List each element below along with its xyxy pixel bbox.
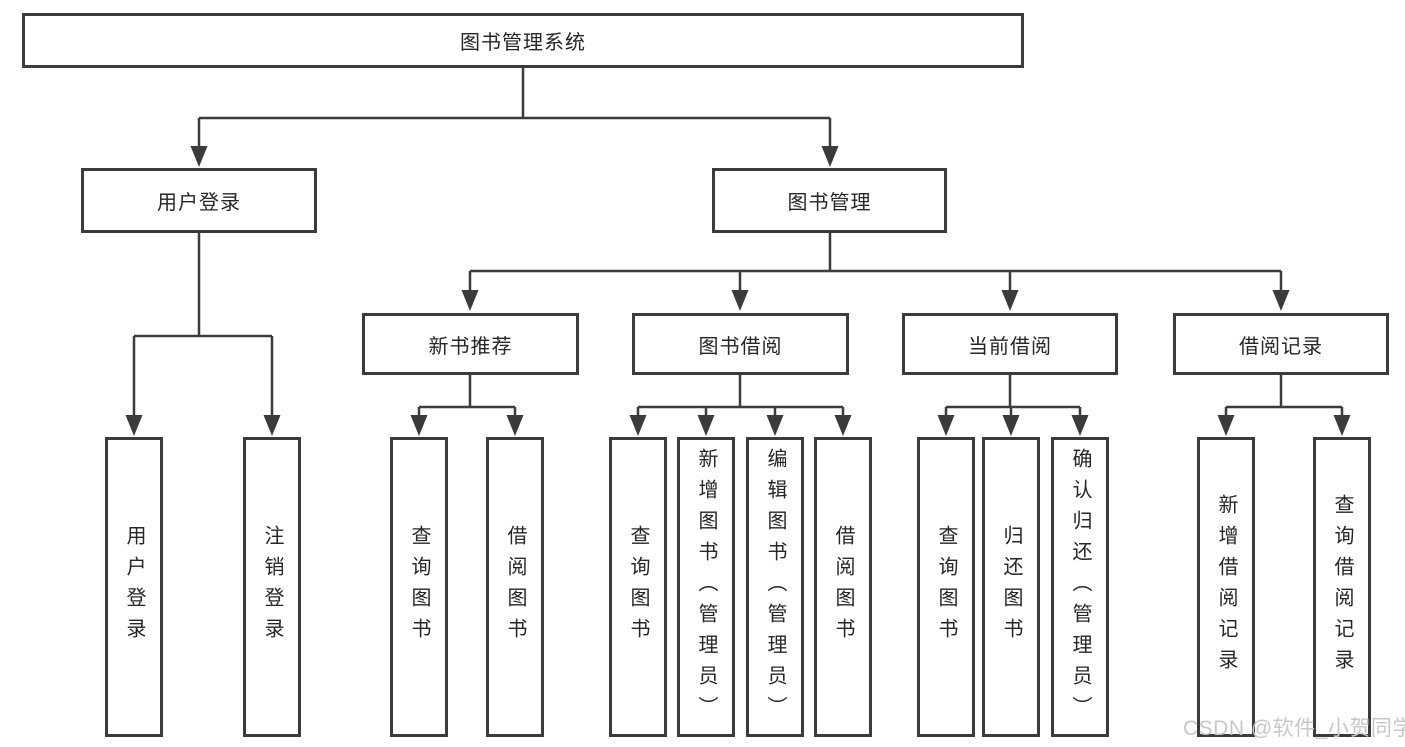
node-return-books: 归还图书 [982, 437, 1040, 737]
node-label: 当前借阅 [968, 335, 1052, 358]
node-borrowing-records: 借阅记录 [1173, 313, 1389, 375]
node-label: 查询图书 [627, 525, 649, 649]
node-label: 借阅记录 [1239, 335, 1323, 358]
watermark: CSDN @软件_小贺同学 [1183, 717, 1405, 740]
node-user-login-leaf: 用户登录 [105, 437, 163, 737]
node-confirm-return-admin: 确认归还（管理员） [1051, 437, 1109, 737]
node-label: 归还图书 [1000, 525, 1022, 649]
node-add-borrow-record: 新增借阅记录 [1197, 437, 1255, 737]
node-label: 用户登录 [123, 525, 145, 649]
node-label: 借阅图书 [504, 525, 526, 649]
node-query-borrow-record: 查询借阅记录 [1313, 437, 1371, 737]
edge-recommendation-to-leaves [417, 375, 517, 419]
node-add-books-admin: 新增图书（管理员） [677, 437, 735, 737]
edge-user-login-to-leaves [132, 232, 274, 418]
node-label: 图书借阅 [698, 335, 783, 358]
node-label: 注销登录 [261, 525, 283, 649]
node-label: 确认归还（管理员） [1069, 447, 1091, 727]
edge-root-to-level2 [197, 68, 832, 150]
node-borrow-books-recommendation: 借阅图书 [486, 437, 544, 737]
node-query-books-recommendation: 查询图书 [390, 437, 448, 737]
node-label: 图书管理系统 [460, 32, 586, 54]
edge-book-management-to-level3 [468, 233, 1283, 294]
node-label: 查询图书 [935, 525, 957, 649]
node-label: 用户登录 [157, 192, 241, 214]
node-book-borrowing: 图书借阅 [632, 313, 849, 375]
node-label: 编辑图书（管理员） [764, 447, 786, 727]
node-book-management: 图书管理 [712, 168, 947, 233]
node-borrow-books-borrowing: 借阅图书 [814, 437, 872, 737]
node-label: 新增借阅记录 [1215, 494, 1237, 680]
edge-current-to-leaves [944, 375, 1082, 419]
node-user-login: 用户登录 [81, 168, 317, 233]
node-query-books-current: 查询图书 [917, 437, 975, 737]
node-current-borrowing: 当前借阅 [902, 313, 1118, 375]
node-new-book-recommendation: 新书推荐 [362, 313, 579, 375]
node-label: 新增图书（管理员） [695, 447, 717, 727]
node-label: 借阅图书 [832, 525, 854, 649]
arrowheads [125, 146, 1351, 436]
node-library-management-system: 图书管理系统 [22, 13, 1024, 68]
node-label: 查询借阅记录 [1331, 494, 1353, 680]
edge-borrowing-to-leaves [636, 375, 845, 419]
node-label: 图书管理 [787, 192, 872, 214]
node-query-books-borrowing: 查询图书 [609, 437, 667, 737]
edge-records-to-leaves [1224, 375, 1344, 419]
node-label: 新书推荐 [428, 335, 513, 358]
node-logout: 注销登录 [243, 437, 301, 737]
node-label: 查询图书 [408, 525, 430, 649]
node-edit-books-admin: 编辑图书（管理员） [746, 437, 804, 737]
